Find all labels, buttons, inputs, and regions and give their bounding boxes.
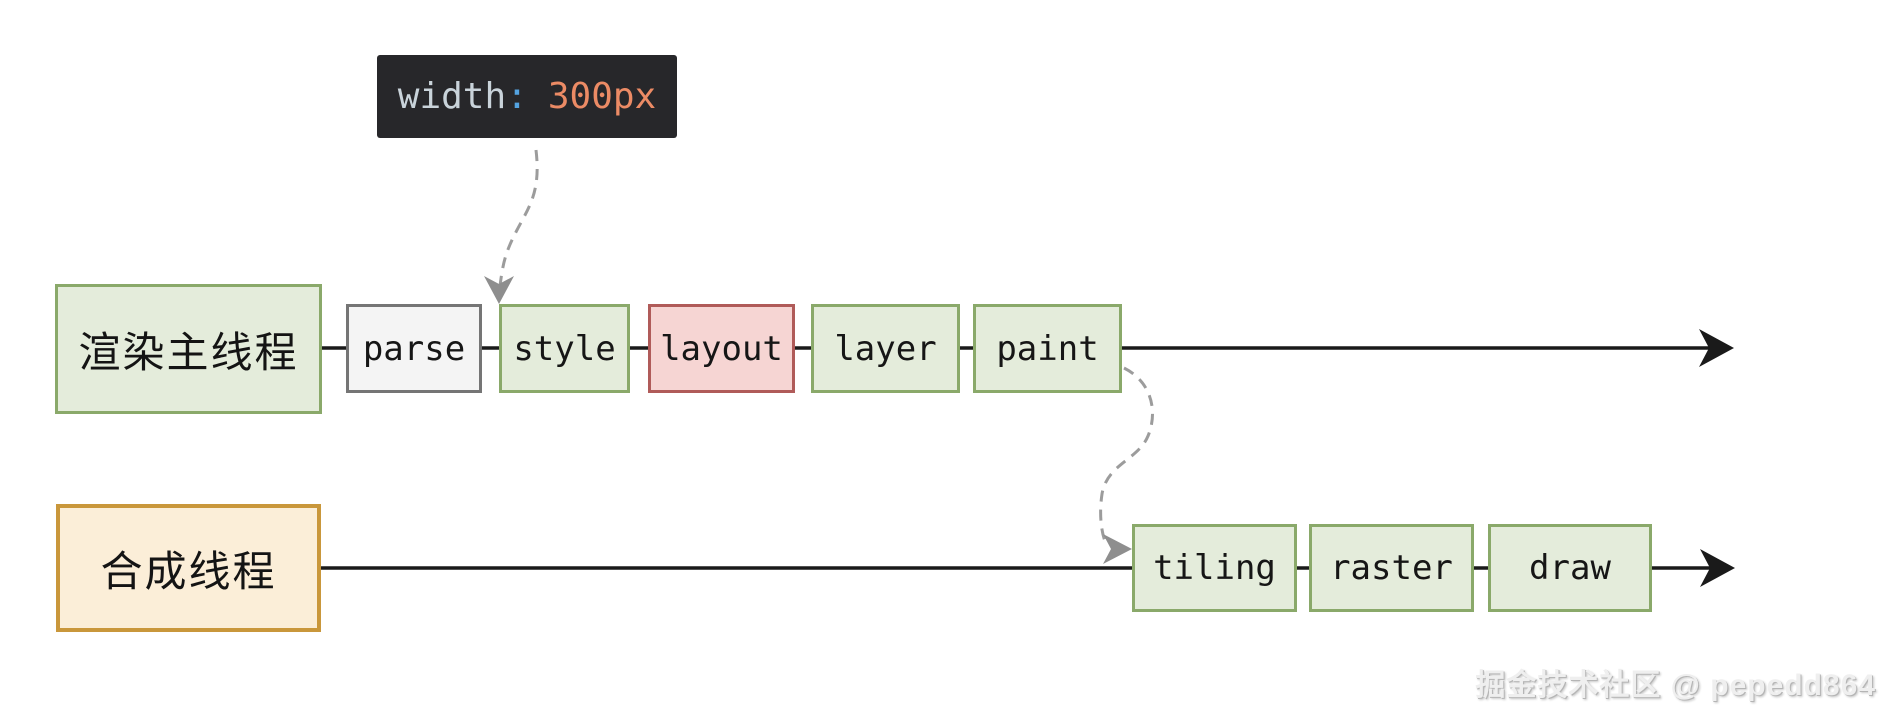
paint-to-tiling-arrowhead-icon (1103, 534, 1132, 564)
stage-layout: layout (648, 304, 795, 393)
stage-paint: paint (973, 304, 1122, 393)
main-thread-arrowhead-icon (1699, 329, 1734, 367)
compositor-thread-label-box: 合成线程 (56, 504, 321, 632)
css-value-text: 300px (547, 76, 657, 117)
stage-style: style (499, 304, 630, 393)
stage-raster: raster (1309, 524, 1474, 612)
css-code-tooltip: width:300px (377, 55, 677, 138)
stage-tiling: tiling (1132, 524, 1297, 612)
compositor-thread-arrowhead-icon (1700, 549, 1735, 587)
paint-to-tiling-dashed-arrow (1099, 366, 1155, 547)
stage-draw: draw (1488, 524, 1652, 612)
watermark-text: 掘金技术社区 @ pepedd864 (1475, 669, 1876, 702)
main-thread-label-box: 渲染主线程 (55, 284, 322, 414)
tooltip-arrowhead-icon (484, 276, 514, 304)
stage-parse: parse (346, 304, 482, 393)
stage-layer: layer (811, 304, 960, 393)
tooltip-to-style-dashed-arrow (498, 149, 539, 287)
css-property-text: width (397, 76, 507, 117)
css-colon-text: : (506, 76, 528, 117)
